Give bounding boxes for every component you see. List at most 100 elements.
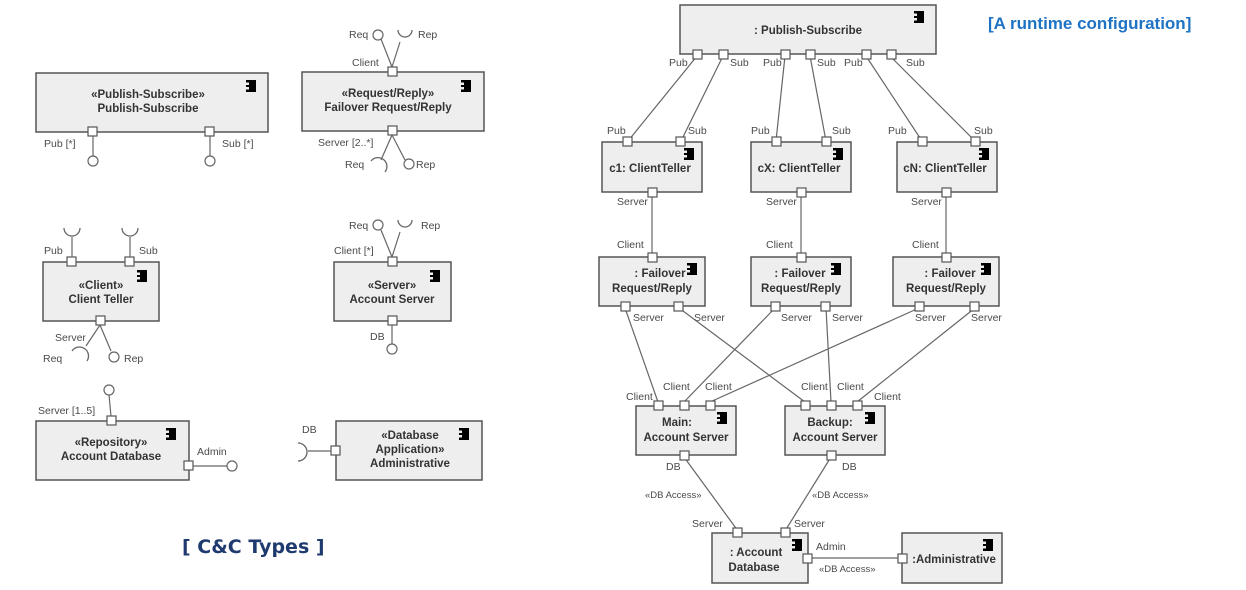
pub-port[interactable]	[771, 136, 782, 147]
connector-label: «DB Access»	[645, 490, 702, 501]
pub-port[interactable]	[66, 256, 77, 267]
db-port[interactable]	[387, 315, 398, 326]
component-box	[598, 256, 706, 307]
interface-label: Req	[349, 29, 368, 41]
port-label: Pub	[844, 57, 863, 69]
sub-port[interactable]	[718, 49, 729, 60]
sub-port[interactable]	[970, 136, 981, 147]
component-name: cX: ClientTeller	[758, 163, 841, 175]
client-port[interactable]	[826, 400, 837, 411]
db-port[interactable]	[330, 445, 341, 456]
stereotype: «Request/Reply»	[342, 88, 435, 100]
runtime-title: [A runtime configuration]	[988, 14, 1192, 33]
port-label: Sub	[817, 57, 836, 69]
server-port[interactable]	[941, 187, 952, 198]
port-label: DB	[302, 424, 317, 436]
server-port[interactable]	[820, 301, 831, 312]
pub-port[interactable]	[87, 126, 98, 137]
type-client-teller: «Client» Client Teller Pub Sub Server Re…	[42, 227, 160, 365]
required-interface-icon	[370, 157, 388, 173]
client-port[interactable]	[387, 256, 398, 267]
port-label: Server [1..5]	[38, 405, 95, 417]
db-port[interactable]	[826, 450, 837, 461]
component-name-line-1: : Failover	[774, 268, 826, 280]
client-port[interactable]	[941, 252, 952, 263]
stereotype: «Client»	[79, 280, 124, 292]
pub-port[interactable]	[692, 49, 703, 60]
admin-port[interactable]	[183, 460, 194, 471]
sub-port[interactable]	[124, 256, 135, 267]
sub-port[interactable]	[821, 136, 832, 147]
client-port[interactable]	[647, 252, 658, 263]
db-port[interactable]	[897, 553, 908, 564]
server-port[interactable]	[647, 187, 658, 198]
component-name-line-1: Main:	[662, 417, 692, 429]
port-label: Server	[617, 196, 648, 208]
pub-port[interactable]	[780, 49, 791, 60]
port-label: Sub	[832, 125, 851, 137]
server-port[interactable]	[106, 415, 117, 426]
server-port[interactable]	[969, 301, 980, 312]
component-name-line-2: Account Server	[792, 432, 878, 444]
provided-interface-icon	[403, 158, 415, 170]
port-label: Sub	[730, 57, 749, 69]
server-port[interactable]	[780, 527, 791, 538]
port-label: Server	[794, 518, 825, 530]
port-label: Server	[832, 312, 863, 324]
provided-interface-icon	[87, 155, 99, 167]
admin-port[interactable]	[802, 553, 813, 564]
port-label: Pub [*]	[44, 138, 76, 150]
client-port[interactable]	[679, 400, 690, 411]
connectors	[624, 55, 976, 559]
interface-label: Rep	[421, 220, 440, 232]
client-port[interactable]	[852, 400, 863, 411]
server-port[interactable]	[95, 315, 106, 326]
component-name: Administrative	[370, 458, 450, 470]
client-port[interactable]	[705, 400, 716, 411]
client-port[interactable]	[800, 400, 811, 411]
provided-interface-icon	[226, 460, 238, 472]
db-port[interactable]	[679, 450, 690, 461]
sub-port[interactable]	[805, 49, 816, 60]
sub-port[interactable]	[886, 49, 897, 60]
client-port[interactable]	[796, 252, 807, 263]
port-label: Admin	[816, 541, 846, 553]
pub-port[interactable]	[622, 136, 633, 147]
interface-label: Req	[43, 353, 62, 365]
port-label: DB	[842, 461, 857, 473]
server-port[interactable]	[796, 187, 807, 198]
component-name-line-2: Request/Reply	[761, 283, 841, 295]
interface-label: Req	[349, 220, 368, 232]
server-port[interactable]	[387, 125, 398, 136]
pub-port[interactable]	[917, 136, 928, 147]
client-port[interactable]	[653, 400, 664, 411]
port-label: Client	[663, 381, 690, 393]
stereotype: «Server»	[368, 280, 417, 292]
runtime-client-c1: c1: ClientTeller Pub Sub Server	[601, 125, 707, 208]
runtime-main-account-server: Main: Account Server Client Client Clien…	[626, 381, 737, 473]
server-port[interactable]	[732, 527, 743, 538]
server-port[interactable]	[673, 301, 684, 312]
runtime-backup-account-server: Backup: Account Server Client Client Cli…	[784, 381, 901, 473]
component-name: :Administrative	[912, 554, 996, 566]
client-port[interactable]	[387, 66, 398, 77]
port-label: Sub	[688, 125, 707, 137]
sub-port[interactable]	[675, 136, 686, 147]
port-label: Admin	[197, 446, 227, 458]
sub-port[interactable]	[204, 126, 215, 137]
port-label: Client	[837, 381, 864, 393]
server-port[interactable]	[914, 301, 925, 312]
required-interface-icon	[71, 346, 90, 362]
runtime-client-cn: cN: ClientTeller Pub Sub Server	[888, 125, 998, 208]
port-label: Client	[617, 239, 644, 251]
component-name-line-1: : Failover	[634, 268, 686, 280]
required-interface-icon	[397, 29, 413, 38]
type-request-reply: «Request/Reply» Failover Request/Reply R…	[301, 29, 485, 173]
server-port[interactable]	[770, 301, 781, 312]
pub-port[interactable]	[861, 49, 872, 60]
server-port[interactable]	[620, 301, 631, 312]
component-name: : Publish-Subscribe	[754, 25, 862, 37]
connector-label: «DB Access»	[812, 490, 869, 501]
interface-label: Rep	[124, 353, 143, 365]
